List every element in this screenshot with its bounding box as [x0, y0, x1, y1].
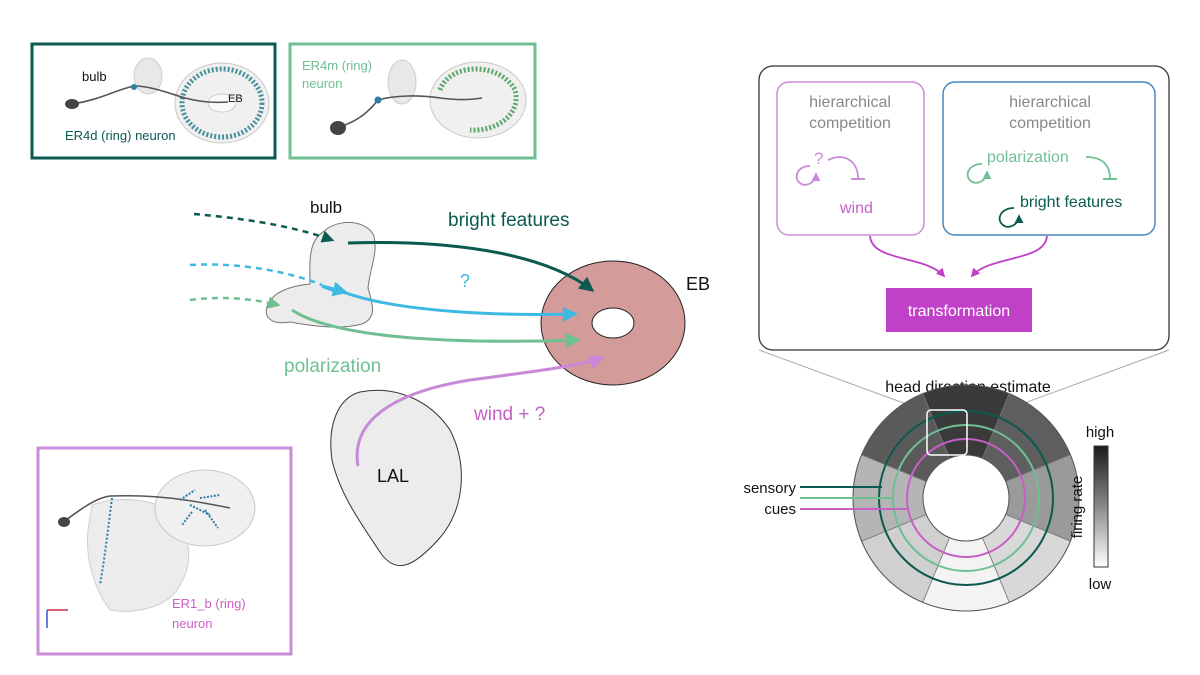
cyan-arrowhead-at-bulb [321, 281, 348, 297]
right-self-loop-top [966, 163, 992, 184]
eb-hole [591, 307, 635, 339]
er4d-soma [65, 99, 79, 109]
cyan-question-label: ? [460, 271, 470, 291]
er1b-label-line2: neuron [172, 616, 212, 631]
bulb-label: bulb [310, 198, 342, 217]
left-bottom-cue: wind [839, 200, 873, 217]
right-bottom-cue: bright features [1020, 194, 1122, 211]
right-top-cue: polarization [987, 149, 1069, 166]
left-to-transform-arrow [869, 235, 946, 278]
head-direction-highlight [926, 409, 968, 456]
er4m-eb-tissue [429, 61, 527, 139]
er1b-eb-arbor [179, 489, 221, 529]
er4d-panel: bulb EB ER4d (ring) neuron [30, 42, 277, 160]
er1b-axon [65, 494, 231, 521]
circuit-schematic: bulb LAL EB bright features ? polarizati… [189, 198, 710, 567]
pink-cue-ring [906, 438, 1026, 558]
er4m-label-line2: neuron [302, 76, 342, 91]
lal-label: LAL [377, 466, 409, 486]
er4m-panel: ER4m (ring) neuron [288, 42, 537, 160]
right-competition-box [942, 81, 1156, 236]
er4m-soma [330, 121, 346, 135]
ring-inner [922, 454, 1010, 542]
left-top-cue: ? [814, 149, 823, 168]
er4d-axon [71, 85, 229, 105]
er4d-neuron-label: ER4d (ring) neuron [65, 128, 176, 143]
left-title-line1: hierarchical [809, 94, 891, 111]
er4m-axon [341, 95, 483, 127]
left-self-loop [795, 165, 821, 186]
sensory-label-line2: cues [764, 501, 796, 518]
right-to-transform-arrow [970, 235, 1048, 278]
left-competition-box [776, 81, 925, 236]
ring-panel: head direction estimate sensory cues hig… [743, 349, 1170, 612]
er4d-bulb-tissue [133, 57, 163, 95]
colorbar-low-label: low [1089, 576, 1112, 593]
left-inhibit-line [827, 156, 859, 179]
transformation-label: transformation [908, 303, 1010, 320]
zoom-line-right [999, 349, 1170, 413]
polarization-pathway [291, 308, 581, 348]
er1b-label-line1: ER1_b (ring) [172, 596, 246, 611]
bulb-shape [265, 221, 376, 328]
bright-features-pathway [347, 241, 595, 292]
eb-label: EB [686, 274, 710, 294]
right-inhibit-line [1085, 156, 1111, 179]
dark-green-dashed-input [193, 212, 335, 243]
right-self-loop-bottom [998, 207, 1024, 228]
cyan-dashed-input [189, 263, 323, 287]
zoom-line-left [758, 349, 929, 413]
left-title-line2: competition [809, 115, 891, 132]
er4d-bulb-label: bulb [82, 69, 107, 84]
bright-features-label: bright features [448, 210, 569, 231]
colorbar [1093, 445, 1109, 568]
er4m-bulb-dot [374, 96, 382, 104]
sensory-label-line1: sensory [743, 480, 796, 497]
er4d-eb-label: EB [228, 93, 243, 105]
colorbar-axis-label: firing rate [1069, 476, 1086, 539]
er4m-bulb-tissue [387, 59, 417, 105]
er1b-eb-tissue [154, 469, 256, 547]
right-title-line2: competition [1009, 115, 1091, 132]
er4d-bulb-dot [131, 84, 137, 90]
er1b-soma [58, 517, 70, 527]
model-panel: hierarchical competition ? wind hierarch… [758, 65, 1170, 351]
wind-label: wind + ? [473, 404, 545, 425]
er1b-lal-arbor [99, 497, 113, 586]
er4d-eb-ring [179, 66, 265, 140]
er1b-panel: ER1_b (ring) neuron [36, 446, 293, 656]
right-title-line1: hierarchical [1009, 94, 1091, 111]
light-green-dashed-input [189, 296, 281, 309]
polarization-label: polarization [284, 356, 381, 377]
colorbar-high-label: high [1086, 424, 1114, 441]
transformation-box [886, 288, 1032, 332]
er4m-eb-ring [437, 66, 519, 133]
er4m-label-line1: ER4m (ring) [302, 58, 372, 73]
wind-pathway [355, 355, 605, 467]
